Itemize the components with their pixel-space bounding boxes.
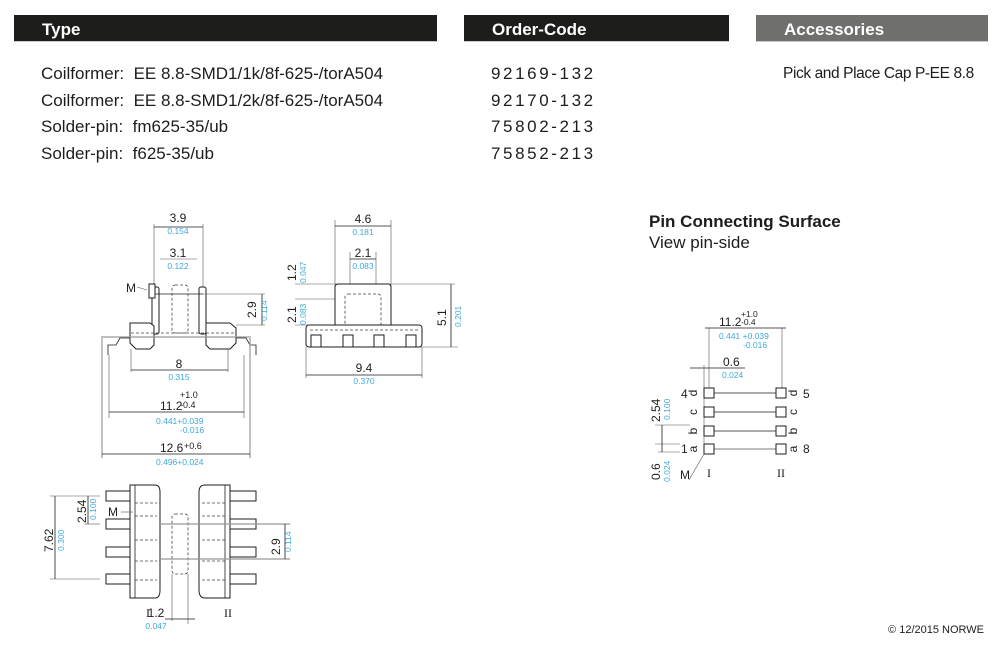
item-type: fm625-35/ub <box>132 117 229 136</box>
pin-marker-m: M <box>680 468 690 482</box>
pin-dim-width-inch-minus: -0.016 <box>743 340 767 350</box>
pin-letter-left-a: a <box>686 445 700 452</box>
pin-letter-left-d: d <box>686 390 700 397</box>
pin-side-ii: II <box>777 466 785 480</box>
dim-12-6-plus: +0.6 <box>184 441 202 451</box>
dim-2-1-top: 2.1 <box>355 246 372 260</box>
pin-dim-offset-inch: 0.024 <box>662 460 672 482</box>
dim-11-2-minus: -0.4 <box>180 400 196 410</box>
pin-letter-left-c: c <box>686 409 700 415</box>
dim-2-9-top: 2.9 <box>269 538 283 555</box>
pin-surface-drawing <box>655 327 787 481</box>
order-code: 75802-213 <box>491 117 596 136</box>
item-label: Coilformer: <box>41 64 125 83</box>
dim-11-2-plus: +1.0 <box>180 390 198 400</box>
dim-2-9-top-inch: 0.114 <box>283 531 293 552</box>
dim-1-2-top-inch: 0.047 <box>145 621 167 631</box>
dim-5-1-inch: 0.201 <box>453 305 463 327</box>
dim-1-2: 1.2 <box>285 264 299 281</box>
header-order-code: Order-Code <box>464 15 729 42</box>
type-row: Coilformer: EE 8.8-SMD1/2k/8f-625-/torA5… <box>41 88 383 115</box>
dim-8: 8 <box>176 357 183 371</box>
dim-3-9: 3.9 <box>170 211 187 225</box>
dim-12-6-inch: 0.496+0.024 <box>156 457 204 467</box>
dim-1-2-inch: 0.047 <box>298 261 308 283</box>
type-row: Solder-pin: f625-35/ub <box>41 141 383 168</box>
pin-letter-right-a: a <box>786 445 800 452</box>
pin-letter-left-b: b <box>686 427 700 434</box>
pin-dim-2-54-inch: 0.100 <box>662 398 672 420</box>
dim-7-62: 7.62 <box>42 528 56 552</box>
pin-dim-width-inch: 0.441 +0.039 <box>719 331 769 341</box>
dim-2-1-side-inch: 0.083 <box>298 303 308 325</box>
pin-dim-width: 11.2 <box>719 315 742 329</box>
dim-4-6-inch: 0.181 <box>352 227 374 237</box>
pin-dim-offset: 0.6 <box>649 463 663 480</box>
dim-11-2: 11.2 <box>160 399 183 413</box>
side-label-ii: II <box>224 606 232 620</box>
type-row: Solder-pin: fm625-35/ub <box>41 114 383 141</box>
dim-3-1: 3.1 <box>170 246 187 260</box>
dim-4-6: 4.6 <box>355 212 372 226</box>
dim-3-9-inch: 0.154 <box>167 226 189 236</box>
pin-number-4: 4 <box>681 387 688 401</box>
marker-m-top: M <box>108 505 118 519</box>
pin-dim-minus: -0.4 <box>741 317 756 327</box>
pin-number-8: 8 <box>803 442 810 456</box>
dim-2-54: 2.54 <box>75 499 89 523</box>
dim-2-1-top-inch: 0.083 <box>352 261 374 271</box>
dim-5-1: 5.1 <box>435 309 449 326</box>
type-list: Coilformer: EE 8.8-SMD1/1k/8f-625-/torA5… <box>41 61 383 167</box>
dim-7-62-inch: 0.300 <box>56 529 66 551</box>
pin-surface-title: Pin Connecting Surface <box>649 212 841 231</box>
dim-2-9: 2.9 <box>245 301 259 318</box>
item-type: EE 8.8-SMD1/1k/8f-625-/torA504 <box>133 64 384 83</box>
dim-8-inch: 0.315 <box>168 372 190 382</box>
pin-dim-0-6-inch: 0.024 <box>722 370 744 380</box>
order-code: 92170-132 <box>491 90 596 110</box>
dim-1-2-top: 1.2 <box>148 606 165 620</box>
pin-side-i: I <box>707 466 711 480</box>
dim-9-4: 9.4 <box>356 361 373 375</box>
pin-dim-0-6: 0.6 <box>723 355 740 369</box>
pin-dim-plus: +1.0 <box>741 309 758 319</box>
header-accessories: Accessories <box>756 15 988 42</box>
dim-3-1-inch: 0.122 <box>167 261 189 271</box>
order-code: 75852-213 <box>491 143 596 163</box>
pin-dim-2-54: 2.54 <box>649 398 663 422</box>
item-type: EE 8.8-SMD1/2k/8f-625-/torA504 <box>133 90 384 110</box>
dim-12-6: 12.6 <box>160 441 184 455</box>
item-label: Solder-pin: <box>41 143 124 163</box>
pin-letter-right-c: c <box>786 409 800 415</box>
side-view-drawing <box>295 220 458 378</box>
dim-11-2-inch-minus: -0.016 <box>180 425 204 435</box>
pin-number-1: 1 <box>681 442 688 456</box>
marker-m: M <box>126 281 136 295</box>
dim-2-54-inch: 0.100 <box>88 498 98 520</box>
item-type: f625-35/ub <box>132 143 214 163</box>
side-label-i: I <box>146 606 150 620</box>
dim-11-2-inch: 0.441+0.039 <box>156 416 204 426</box>
dim-9-4-inch: 0.370 <box>353 376 375 386</box>
pin-letter-right-d: d <box>786 390 800 397</box>
pin-letter-right-b: b <box>786 427 800 434</box>
item-label: Solder-pin: <box>41 117 124 136</box>
copyright: © 12/2015 NORWE <box>888 624 984 636</box>
pin-number-5: 5 <box>803 387 810 401</box>
top-view-drawing <box>50 484 290 624</box>
order-code: 92169-132 <box>491 64 596 83</box>
dim-2-9-inch: 0.114 <box>259 300 269 321</box>
order-code-list: 92169-132 92170-132 75802-213 75852-213 <box>491 61 596 167</box>
item-label: Coilformer: <box>41 90 125 110</box>
type-row: Coilformer: EE 8.8-SMD1/1k/8f-625-/torA5… <box>41 61 383 88</box>
front-view-drawing <box>101 224 265 458</box>
dim-2-1-side: 2.1 <box>285 306 299 323</box>
header-type: Type <box>14 15 437 42</box>
accessory-item: Pick and Place Cap P-EE 8.8 <box>783 65 974 82</box>
pin-surface-subtitle: View pin-side <box>649 233 750 252</box>
